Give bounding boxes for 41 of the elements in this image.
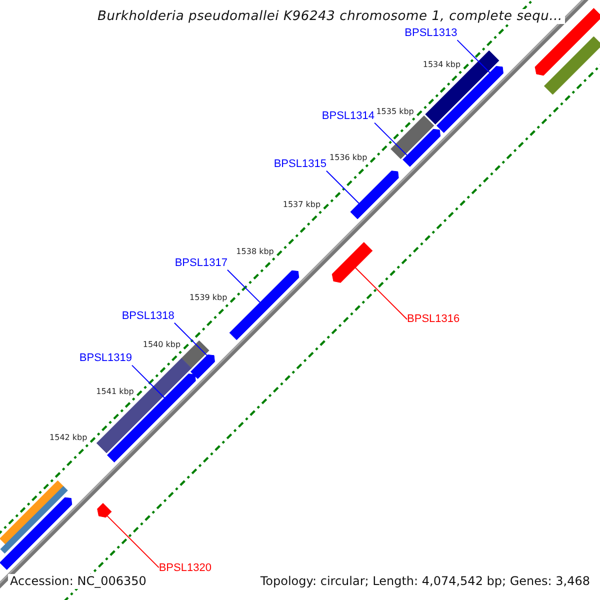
position-label: 1542 kbp: [50, 433, 88, 444]
gene-feature: [97, 502, 112, 518]
gene-feature: [181, 340, 210, 368]
gene-feature: [229, 270, 300, 340]
gene-feature: [390, 115, 434, 160]
gene-label: BPSL1313: [404, 27, 458, 40]
position-label: 1537 kbp: [282, 200, 321, 210]
gene-label: BPSL1316: [407, 313, 460, 326]
leader-line: [354, 267, 408, 320]
position-label: 1539 kbp: [190, 293, 228, 304]
leader-line: [226, 269, 260, 303]
gene-feature: [425, 50, 500, 124]
gene-feature: [190, 354, 215, 380]
leader-line: [106, 515, 160, 568]
position-label: 1541 kbp: [96, 386, 134, 397]
gene-label: BPSL1315: [274, 158, 326, 171]
gene-label: BPSL1319: [79, 352, 132, 366]
gene-feature: [332, 242, 373, 283]
position-label: 1534 kbp: [422, 60, 461, 70]
leader-line: [132, 364, 166, 398]
gene-label: BPSL1317: [174, 256, 228, 270]
leader-line: [326, 170, 360, 204]
accession-text: Accession: NC_006350: [8, 574, 148, 589]
gene-feature: [0, 497, 72, 570]
gene-label: BPSL1320: [158, 562, 212, 575]
summary-text: Topology: circular; Length: 4,074,542 bp; Genes: 3,468: [258, 574, 592, 589]
position-label: 1535 kbp: [376, 106, 414, 117]
gene-label: BPSL1314: [322, 110, 375, 123]
position-label: 1538 kbp: [236, 246, 274, 257]
gene-feature: [350, 170, 399, 220]
gene-label: BPSL1318: [122, 310, 174, 323]
position-label: 1536 kbp: [330, 153, 368, 164]
map-title: Burkholderia pseudomallei K96243 chromosome 1, complete sequ...: [96, 9, 564, 24]
leader-line: [456, 40, 490, 74]
gene-feature: [544, 36, 600, 95]
leader-line: [374, 122, 408, 156]
gene-feature: [402, 128, 441, 167]
leader-line: [174, 322, 208, 356]
gene-feature: [0, 486, 68, 554]
gene-feature: [0, 480, 64, 544]
position-label: 1540 kbp: [142, 340, 181, 350]
